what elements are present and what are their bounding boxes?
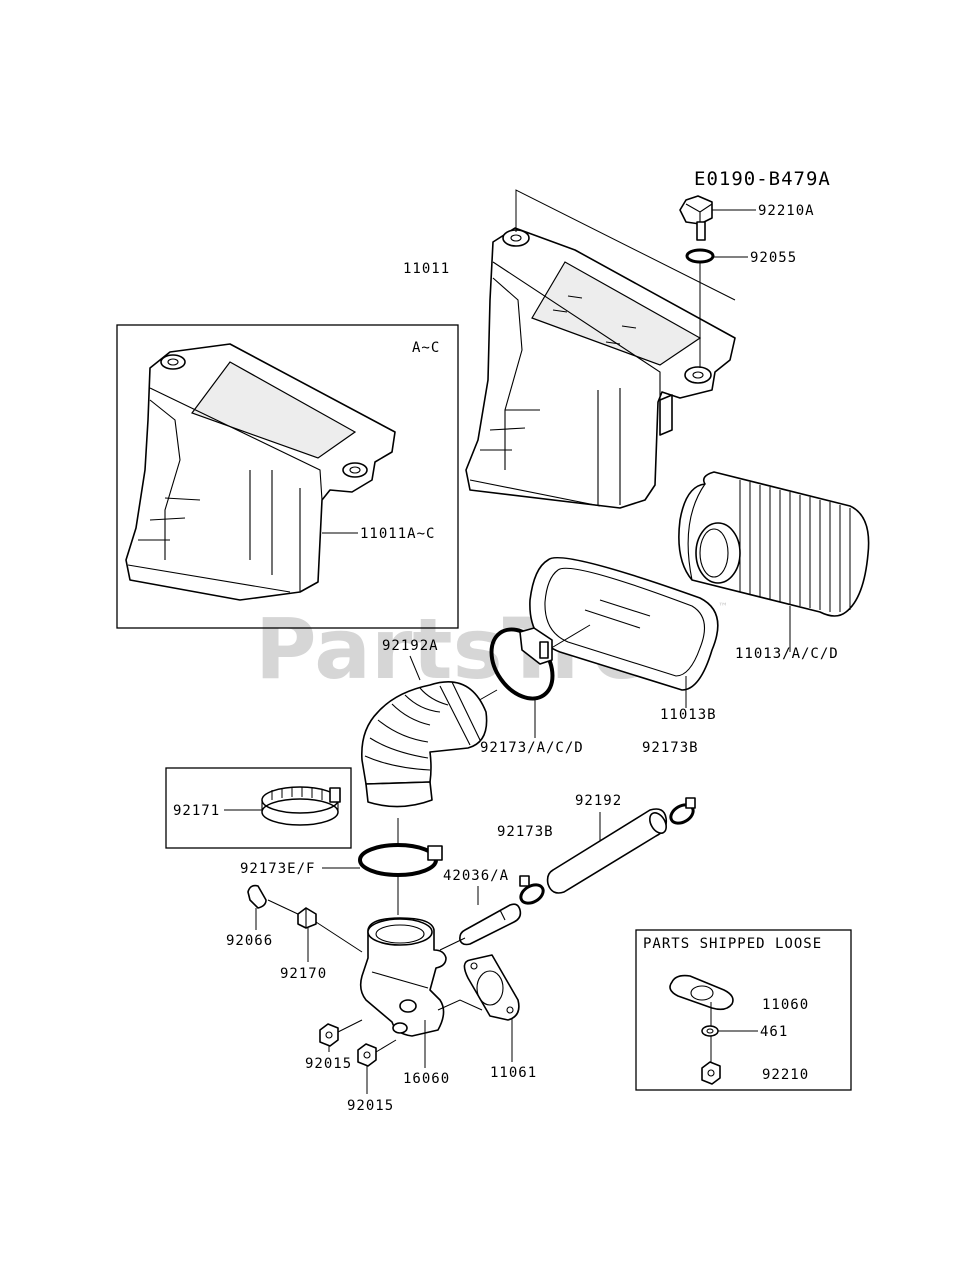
parts-shipped-loose-title: PARTS SHIPPED LOOSE — [643, 936, 822, 952]
nut-upper-drawing — [319, 1023, 339, 1047]
inset-box-a-c — [116, 324, 459, 629]
label-92015-upper: 92015 — [305, 1056, 352, 1072]
label-92173b-lower: 92173B — [497, 824, 554, 840]
loose-nut-drawing — [701, 1061, 721, 1085]
leader-gasket-bracket — [437, 999, 483, 1011]
air-cleaner-base-variant-drawing — [125, 343, 396, 601]
leader-11011 — [515, 189, 736, 301]
label-11011ac: 11011A~C — [360, 526, 435, 542]
label-11013b: 11013B — [660, 707, 717, 723]
label-92015-lower: 92015 — [347, 1098, 394, 1114]
hose-clamp-upper-drawing — [489, 627, 555, 701]
label-92055: 92055 — [750, 250, 797, 266]
parts-shipped-loose-box — [635, 929, 852, 1091]
small-clamp-upper-drawing — [669, 797, 696, 825]
label-92173ef: 92173E/F — [240, 861, 315, 877]
label-92173b-upper: 92173B — [642, 740, 699, 756]
air-cleaner-base-drawing — [465, 227, 736, 509]
label-42036a: 42036/A — [443, 868, 509, 884]
hose-clamp-lower-drawing — [358, 843, 443, 877]
fitting-drawing — [297, 907, 317, 929]
label-461: 461 — [760, 1024, 788, 1040]
label-11061: 11061 — [490, 1065, 537, 1081]
loose-gasket-drawing — [669, 974, 734, 1011]
small-clamp-lower-drawing — [519, 875, 545, 905]
clamp-box — [165, 767, 352, 849]
gasket-drawing — [463, 954, 520, 1021]
leader-plug-axis — [267, 899, 301, 916]
label-16060: 16060 — [403, 1071, 450, 1087]
label-92210: 92210 — [762, 1067, 809, 1083]
watermark-trademark: ™ — [718, 602, 728, 613]
label-92171: 92171 — [173, 803, 220, 819]
plug-drawing — [247, 884, 267, 909]
hose-clamp-boxed-drawing — [261, 786, 341, 826]
loose-washer-drawing — [701, 1025, 719, 1037]
label-11013: 11013/A/C/D — [735, 646, 839, 662]
breather-hose-drawing — [546, 808, 668, 894]
seal-ring-drawing — [685, 248, 715, 264]
leader-92192a — [409, 655, 421, 681]
leader-pipe-axis — [439, 937, 466, 951]
nut-lower-drawing — [357, 1043, 377, 1067]
air-filter-element-drawing — [678, 471, 870, 617]
breather-pipe-drawing — [459, 903, 522, 946]
label-11060: 11060 — [762, 997, 809, 1013]
label-92210a: 92210A — [758, 203, 815, 219]
label-92170: 92170 — [280, 966, 327, 982]
inset-label: A~C — [412, 340, 440, 356]
wing-nut-drawing — [679, 195, 713, 241]
label-92192: 92192 — [575, 793, 622, 809]
leader-fitting-axis — [315, 921, 363, 953]
label-92066: 92066 — [226, 933, 273, 949]
label-92173acd: 92173/A/C/D — [480, 740, 584, 756]
pre-cleaner-drawing — [529, 556, 719, 691]
label-11011: 11011 — [403, 261, 450, 277]
diagram-code: E0190-B479A — [694, 168, 831, 190]
label-92192a: 92192A — [382, 638, 439, 654]
leader-nut-lower-axis — [375, 1039, 397, 1053]
intake-pipe-drawing — [359, 917, 447, 1037]
elbow-hose-drawing — [361, 681, 488, 808]
leader-pre-cleaner-axis — [547, 624, 591, 651]
leader-nut-upper-axis — [337, 1019, 363, 1033]
